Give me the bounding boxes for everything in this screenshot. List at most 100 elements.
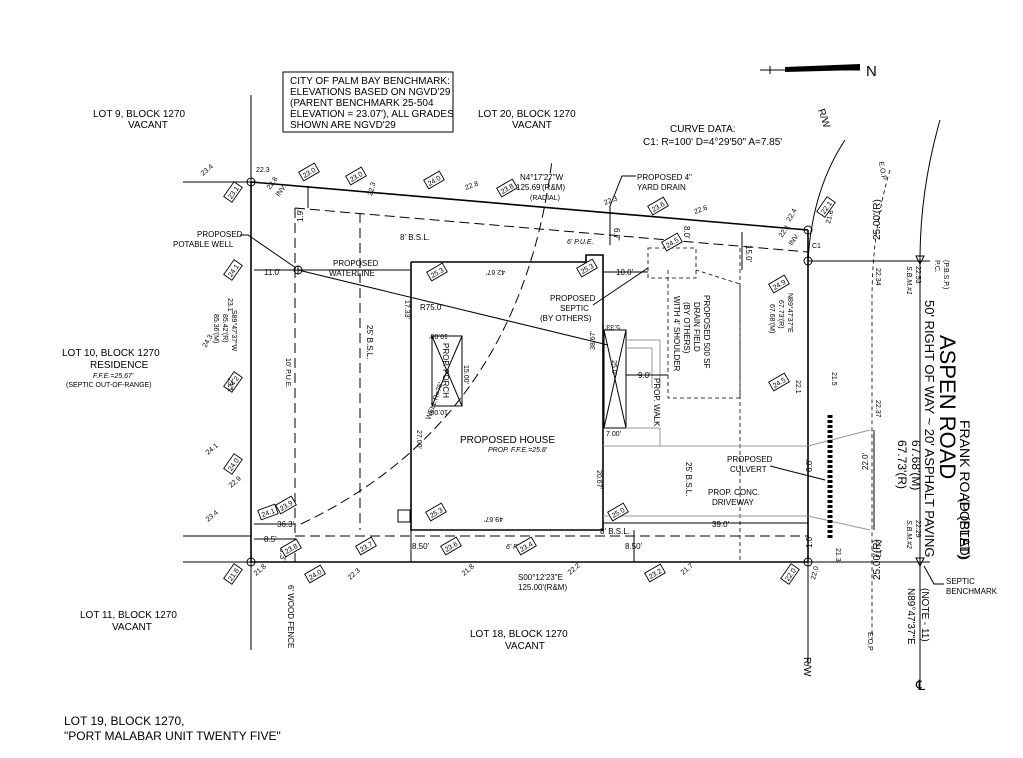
svg-text:22.1: 22.1 <box>794 380 801 394</box>
svg-text:PROP. WALK: PROP. WALK <box>652 378 661 427</box>
curve-data: CURVE DATA: C1: R=100' D=4°29'50" A=7.85… <box>643 124 782 148</box>
svg-text:67.68'(M): 67.68'(M) <box>909 440 923 490</box>
svg-text:DRIVEWAY: DRIVEWAY <box>712 498 754 507</box>
svg-text:SEPTIC: SEPTIC <box>946 577 975 586</box>
walk-driveway: PROP. WALK PROP. CONC. DRIVEWAY <box>603 339 871 531</box>
svg-text:N: N <box>866 63 877 80</box>
svg-text:23.4: 23.4 <box>205 509 220 523</box>
svg-text:S.B.M.#2: S.B.M.#2 <box>905 520 912 549</box>
svg-text:24.1: 24.1 <box>205 442 220 456</box>
svg-text:25.0': 25.0' <box>610 360 617 375</box>
svg-text:C1: C1 <box>812 243 821 250</box>
svg-text:1.9': 1.9' <box>296 209 305 222</box>
svg-text:85.42'(R): 85.42'(R) <box>221 314 228 343</box>
svg-text:22.3: 22.3 <box>367 181 377 196</box>
svg-text:6.7': 6.7' <box>612 228 621 241</box>
svg-text:R75.0': R75.0' <box>420 303 443 312</box>
svg-text:38.67': 38.67' <box>590 331 597 350</box>
north-arrow-icon: N <box>760 63 877 80</box>
svg-text:(POSTED): (POSTED) <box>957 498 972 560</box>
svg-text:S.B.M.#1: S.B.M.#1 <box>905 266 912 295</box>
svg-text:FRANK ROAD (PLAT): FRANK ROAD (PLAT) <box>957 420 973 559</box>
svg-text:22.1: 22.1 <box>778 224 792 239</box>
svg-text:YARD DRAIN: YARD DRAIN <box>637 183 686 192</box>
svg-text:P.C.: P.C. <box>933 260 940 273</box>
svg-text:67.68'(M): 67.68'(M) <box>768 304 775 333</box>
svg-text:ELEVATIONS BASED ON NGVD'29: ELEVATIONS BASED ON NGVD'29 <box>290 87 451 98</box>
svg-text:10.00': 10.00' <box>429 408 448 415</box>
svg-text:21.3: 21.3 <box>834 548 841 562</box>
svg-text:25' B.S.L.: 25' B.S.L. <box>365 325 374 359</box>
svg-text:CITY OF PALM BAY BENCHMARK:: CITY OF PALM BAY BENCHMARK: <box>290 76 450 87</box>
svg-text:DRAIN FIELD: DRAIN FIELD <box>692 302 701 352</box>
lot-labels: LOT 9, BLOCK 1270 VACANT LOT 20, BLOCK 1… <box>62 109 576 743</box>
svg-text:22.6: 22.6 <box>693 205 708 216</box>
svg-text:(NOTE - 11): (NOTE - 11) <box>919 588 930 642</box>
svg-text:23.4: 23.4 <box>200 163 215 177</box>
svg-text:(P.B.S.P.): (P.B.S.P.) <box>942 260 949 289</box>
svg-text:PROPOSED HOUSE: PROPOSED HOUSE <box>460 435 555 446</box>
svg-text:SEPTIC: SEPTIC <box>560 304 589 313</box>
svg-text:11.0': 11.0' <box>264 268 281 277</box>
svg-text:(PARENT BENCHMARK 25-504: (PARENT BENCHMARK 25-504 <box>290 98 434 109</box>
svg-text:36.3': 36.3' <box>277 520 295 529</box>
svg-text:67.73'(R): 67.73'(R) <box>895 440 909 489</box>
svg-text:22.9: 22.9 <box>228 475 243 489</box>
svg-text:27.00': 27.00' <box>415 430 422 449</box>
svg-text:(RADIAL): (RADIAL) <box>530 195 560 202</box>
elevation-tags: 23.1 23.0 23.0 24.0 23.8 23.6 22.1 24.5 … <box>223 162 836 585</box>
svg-text:LOT 18, BLOCK 1270: LOT 18, BLOCK 1270 <box>470 629 568 640</box>
svg-text:N89°47'37"E: N89°47'37"E <box>905 588 916 645</box>
svg-text:C1: R=100' D=4°29'50" A=7.85': C1: R=100' D=4°29'50" A=7.85' <box>643 137 782 148</box>
svg-text:℄: ℄ <box>915 677 925 693</box>
svg-text:S00°12'23"E: S00°12'23"E <box>518 573 563 582</box>
svg-text:8.50': 8.50' <box>412 542 430 551</box>
svg-text:(BY OTHERS): (BY OTHERS) <box>540 314 592 323</box>
svg-text:SHOWN ARE NGVD'29: SHOWN ARE NGVD'29 <box>290 120 396 131</box>
svg-text:21.7: 21.7 <box>680 562 695 576</box>
svg-text:17.33': 17.33' <box>403 300 410 319</box>
svg-text:PROPOSED 4": PROPOSED 4" <box>637 173 692 182</box>
svg-text:BENCHMARK: BENCHMARK <box>946 587 998 596</box>
svg-text:S89°47'37"W: S89°47'37"W <box>230 310 238 352</box>
svg-text:9.0': 9.0' <box>638 371 651 380</box>
svg-text:N89°47'37"E: N89°47'37"E <box>786 293 794 333</box>
svg-text:(SEPTIC OUT-OF-RANGE): (SEPTIC OUT-OF-RANGE) <box>66 382 152 389</box>
svg-text:(BY OTHERS): (BY OTHERS) <box>682 302 691 354</box>
svg-text:PROPOSED 500 SF: PROPOSED 500 SF <box>702 295 711 368</box>
svg-text:67.73'(R): 67.73'(R) <box>777 300 784 329</box>
svg-text:22.29: 22.29 <box>914 520 921 538</box>
svg-text:INV.: INV. <box>788 232 801 247</box>
svg-text:22.53: 22.53 <box>914 266 921 284</box>
culvert-icon: PROPOSED CULVERT <box>727 415 833 540</box>
benchmark-note: CITY OF PALM BAY BENCHMARK: ELEVATIONS B… <box>282 71 454 133</box>
svg-text:39.0': 39.0' <box>712 520 730 529</box>
svg-text:25.00'(R): 25.00'(R) <box>872 539 883 580</box>
svg-text:24.1: 24.1 <box>261 508 276 519</box>
svg-text:23.1: 23.1 <box>226 378 233 392</box>
svg-text:8' B.S.L.: 8' B.S.L. <box>400 233 430 242</box>
svg-text:22.3: 22.3 <box>256 167 270 174</box>
svg-text:125.69'(R&M): 125.69'(R&M) <box>516 183 565 192</box>
svg-text:LOT 19, BLOCK 1270,: LOT 19, BLOCK 1270, <box>64 714 185 728</box>
svg-text:8.5': 8.5' <box>264 535 277 544</box>
svg-text:PROPOSED: PROPOSED <box>727 455 773 464</box>
svg-text:PROP. F.F.E.=25.8': PROP. F.F.E.=25.8' <box>488 447 548 454</box>
svg-text:8.50': 8.50' <box>625 542 643 551</box>
svg-text:50' RIGHT OF WAY ~ 20' ASPHALT: 50' RIGHT OF WAY ~ 20' ASPHALT PAVING <box>922 300 937 557</box>
svg-text:VACANT: VACANT <box>128 120 168 131</box>
svg-text:ELEVATION = 23.07'), ALL GRADE: ELEVATION = 23.07'), ALL GRADES <box>290 109 454 120</box>
svg-text:7.00': 7.00' <box>606 431 621 438</box>
svg-text:PROPOSED: PROPOSED <box>333 259 379 268</box>
svg-text:10.00': 10.00' <box>429 332 448 339</box>
svg-text:85.36'(M): 85.36'(M) <box>212 314 219 343</box>
svg-text:6.0': 6.0' <box>805 459 814 472</box>
svg-text:LOT 20, BLOCK 1270: LOT 20, BLOCK 1270 <box>478 109 576 120</box>
svg-text:1.0': 1.0' <box>805 535 814 548</box>
svg-text:POTABLE WELL: POTABLE WELL <box>173 240 234 249</box>
svg-text:22.4: 22.4 <box>786 208 799 223</box>
svg-text:22.2: 22.2 <box>567 562 582 576</box>
svg-text:"PORT MALABAR UNIT TWENTY FIVE: "PORT MALABAR UNIT TWENTY FIVE" <box>64 729 281 743</box>
svg-text:49.67': 49.67' <box>484 515 503 522</box>
